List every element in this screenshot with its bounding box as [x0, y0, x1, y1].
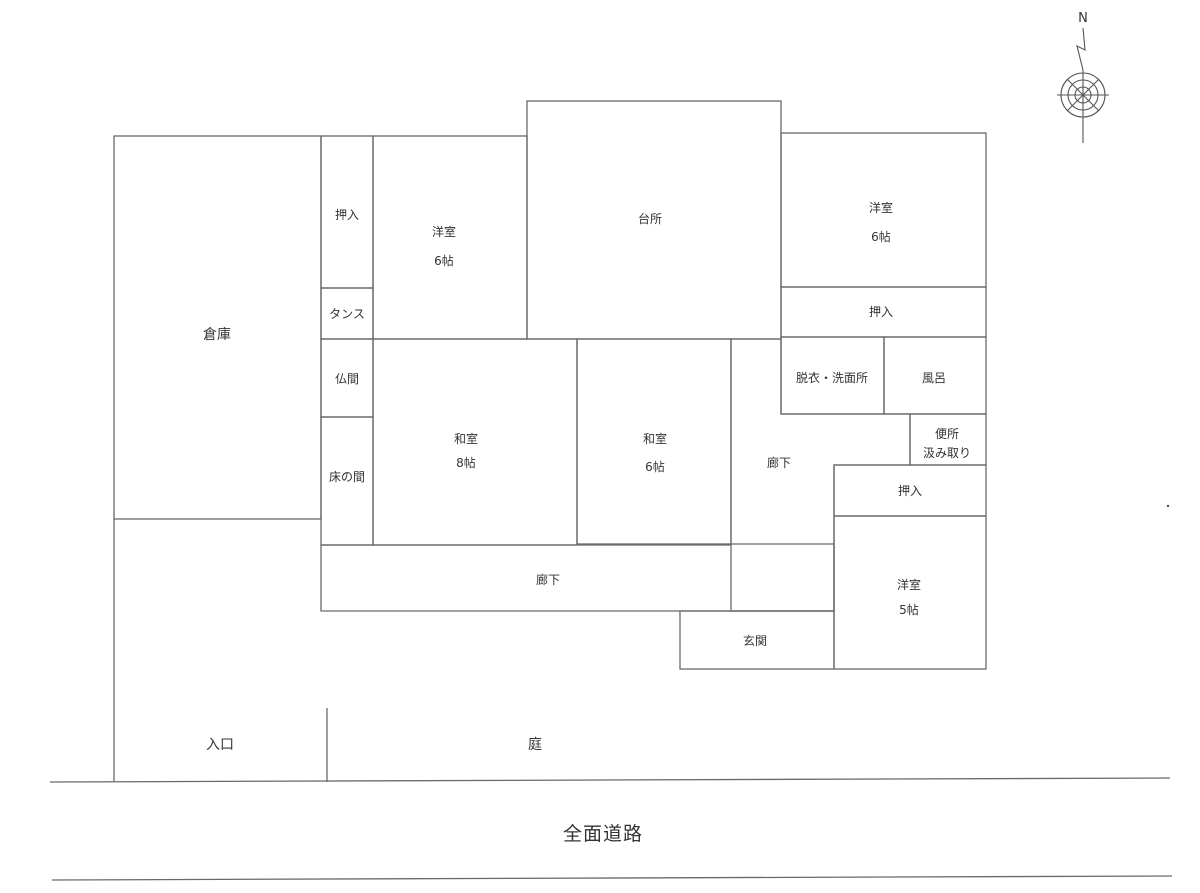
entrance-label: 玄関	[743, 633, 767, 648]
compass-icon: N	[1057, 11, 1109, 143]
closet-ne-label: 押入	[869, 305, 893, 319]
tansu-label: タンス	[329, 307, 365, 321]
hall-south	[320, 543, 835, 612]
road-edge-south	[51, 875, 1173, 881]
hall-south-label: 廊下	[536, 572, 560, 587]
western-ne-size: 6帖	[871, 229, 891, 244]
toilet-type-label: 汲み取り	[923, 446, 971, 460]
dressing-label: 脱衣・洗面所	[796, 370, 868, 385]
butsuma-label: 仏間	[335, 372, 359, 386]
japanese-6-label: 和室	[643, 431, 667, 446]
western-ne-label: 洋室	[869, 200, 893, 215]
tokonoma-label: 床の間	[329, 470, 365, 484]
gate-label: 入口	[206, 737, 234, 753]
kitchen-label: 台所	[638, 211, 662, 226]
western-nw-label: 洋室	[432, 224, 456, 239]
western-nw-size: 6帖	[434, 253, 454, 268]
closet-left-label: 押入	[335, 208, 359, 222]
road-edge-north	[49, 777, 1171, 783]
garden-label: 庭	[528, 736, 542, 753]
toilet-label: 便所	[935, 427, 959, 441]
western-se-size: 5帖	[899, 602, 919, 617]
western-se-label: 洋室	[897, 577, 921, 592]
bath-label: 風呂	[922, 371, 946, 385]
japanese-6-size: 6帖	[645, 459, 665, 474]
entrance-room	[679, 610, 835, 670]
storage-label: 倉庫	[203, 326, 231, 343]
speck-mark	[1166, 504, 1170, 508]
western-room-se	[833, 515, 987, 670]
compass-north-label: N	[1078, 11, 1088, 26]
japanese-8-label: 和室	[454, 431, 478, 446]
closet-se-label: 押入	[898, 484, 922, 498]
road-label: 全面道路	[563, 823, 643, 845]
japanese-8-size: 8帖	[456, 455, 476, 470]
hall-east-label: 廊下	[767, 455, 791, 470]
